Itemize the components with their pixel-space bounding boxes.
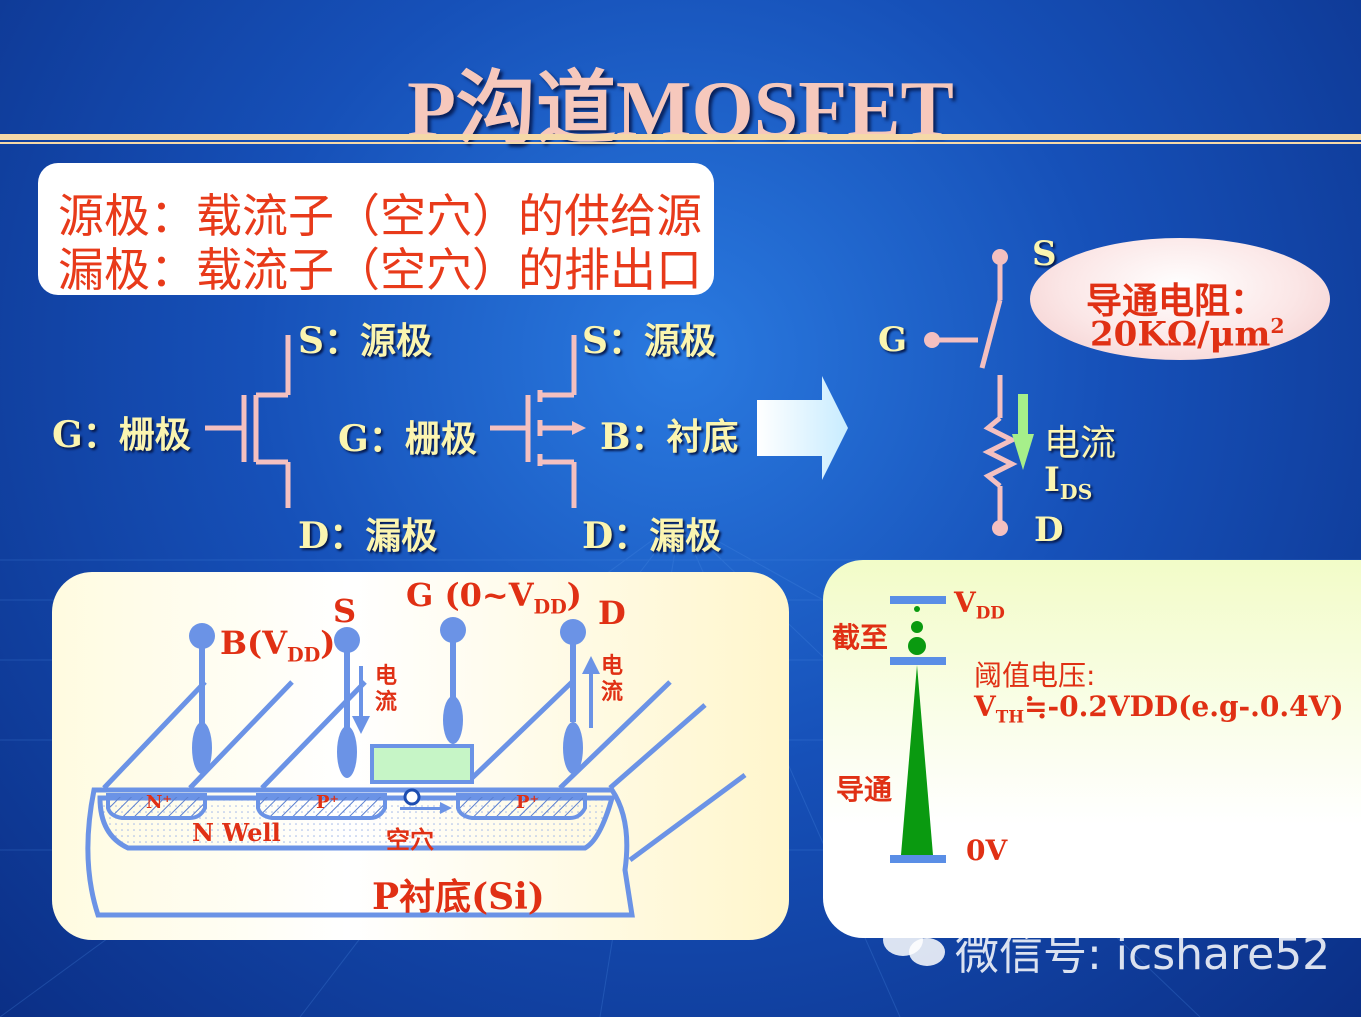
cutoff-label: 截至 xyxy=(832,621,889,654)
symbol2-drain-label: D：漏极 xyxy=(582,515,722,557)
symbol1-source-label: S：源极 xyxy=(298,320,432,362)
substrate-label: P衬底(Si) xyxy=(372,876,545,918)
n-well-label: N Well xyxy=(192,818,281,847)
p-plus-left-label: P⁺ xyxy=(316,792,340,813)
symbol1-gate-label: G：栅极 xyxy=(52,414,191,456)
switch-gate-label: G xyxy=(878,320,908,360)
drain-definition: 漏极：载流子（空穴）的排出口 xyxy=(58,243,702,297)
title-rule xyxy=(0,134,1361,140)
hole-icon xyxy=(403,788,421,806)
on-state-label: 导通 xyxy=(836,773,893,806)
threshold-title: 阈值电压: xyxy=(974,659,1096,692)
ids-label: IDS xyxy=(1044,460,1093,504)
vdd-level-label: VDD xyxy=(954,586,1005,623)
title-rule-thin xyxy=(0,142,1361,144)
source-current-label: 电流 xyxy=(375,664,398,715)
source-terminal-label: S xyxy=(333,592,357,630)
gate-block xyxy=(370,744,474,784)
pmos-symbol-3terminal xyxy=(205,335,291,508)
source-definition: 源极：载流子（空穴）的供给源 xyxy=(58,189,702,243)
switch-drain-label: D xyxy=(1034,510,1064,550)
drain-current-label: 电流 xyxy=(601,654,624,705)
p-plus-right-label: P⁺ xyxy=(516,792,540,813)
zero-volt-label: 0V xyxy=(966,834,1008,867)
conduction-wedge xyxy=(901,665,933,855)
symbol2-substrate-label: B：衬底 xyxy=(600,416,739,458)
hole-label: 空穴 xyxy=(386,826,434,854)
on-resistance-bubble xyxy=(1030,238,1330,360)
switch-current-label: 电流 xyxy=(1044,423,1117,464)
symbol2-gate-label: G：栅极 xyxy=(338,418,477,460)
gate-terminal-label: G (0~VDD) xyxy=(406,576,582,619)
drain-terminal-label: D xyxy=(598,594,626,632)
symbol2-source-label: S：源极 xyxy=(582,320,716,362)
watermark: 微信号: icshare52 xyxy=(955,929,1331,980)
pmos-symbol-4terminal xyxy=(490,335,577,508)
substrate-terminal-label: B(VDD) xyxy=(220,624,336,667)
on-resistance-value: 20KΩ/μm2 xyxy=(1090,314,1285,355)
definitions-box xyxy=(38,163,714,295)
current-arrows xyxy=(352,656,600,814)
right-arrow-icon xyxy=(757,376,848,480)
switch-model xyxy=(924,249,1018,536)
threshold-value: VTH≒-0.2VDD(e.g-.0.4V) xyxy=(974,690,1344,727)
on-resistance-title: 导通电阻： xyxy=(1086,281,1267,322)
symbol1-drain-label: D：漏极 xyxy=(298,515,438,557)
current-down-arrow-icon xyxy=(1012,394,1034,470)
n-plus-label: N⁺ xyxy=(146,792,172,813)
substrate-arrow-icon xyxy=(572,421,586,435)
